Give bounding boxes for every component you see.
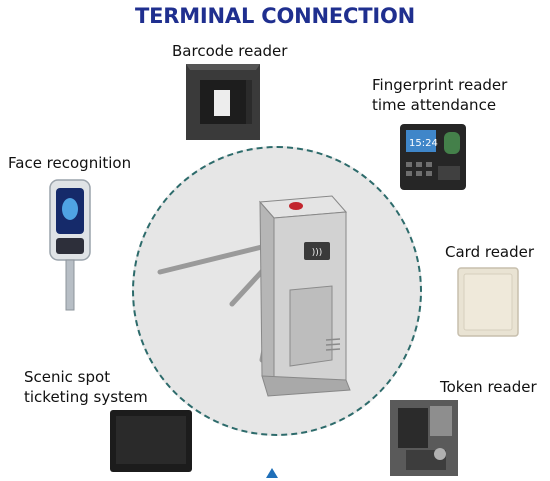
- label-fingerprint-line1: Fingerprint reader: [372, 76, 508, 94]
- svg-text:))): ))): [312, 248, 323, 258]
- fingerprint-reader-image: 15:24: [400, 124, 466, 190]
- label-fingerprint-line2: time attendance: [372, 96, 497, 114]
- label-scenic-line1: Scenic spot: [24, 368, 111, 386]
- diagram-title: TERMINAL CONNECTION: [134, 4, 415, 28]
- label-card-reader: Card reader: [445, 243, 535, 261]
- face-recognition-image: [49, 179, 91, 311]
- token-reader-image: [390, 400, 458, 476]
- svg-text:15:24: 15:24: [409, 138, 438, 149]
- bottom-arrow-icon: [266, 468, 278, 478]
- label-barcode-reader: Barcode reader: [172, 42, 288, 60]
- barcode-reader-image: [186, 64, 260, 140]
- label-scenic-line2: ticketing system: [24, 388, 148, 406]
- card-reader-image: [457, 267, 519, 337]
- label-face-recognition: Face recognition: [8, 154, 132, 172]
- label-token-reader: Token reader: [440, 378, 537, 396]
- tripod-turnstile-image: ))): [157, 195, 351, 397]
- ticketing-monitor-image: [110, 410, 192, 472]
